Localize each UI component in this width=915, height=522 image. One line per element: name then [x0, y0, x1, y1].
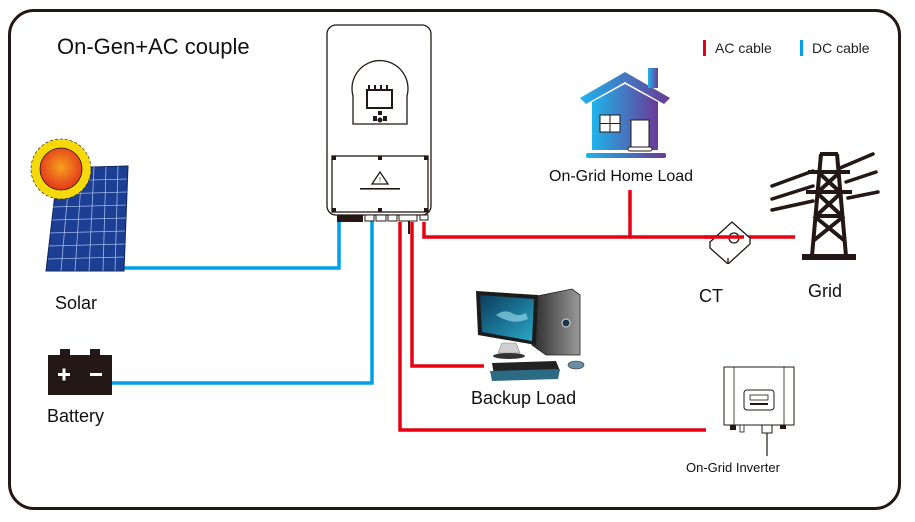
battery-label: Battery	[47, 406, 105, 426]
on-grid-inverter-label: On-Grid Inverter	[686, 460, 780, 475]
dc-cable-solar	[118, 218, 341, 270]
ct-cable-overlay	[704, 235, 744, 239]
battery-icon	[48, 349, 112, 395]
sun-icon	[30, 138, 92, 200]
legend-ac-label: AC cable	[715, 40, 772, 56]
ct-sensor-icon	[709, 221, 751, 264]
ac-cable-grid	[422, 222, 795, 239]
ct-label: CT	[699, 286, 723, 306]
legend-ac: AC cable	[703, 40, 772, 56]
grid-label: Grid	[808, 281, 843, 301]
home-load-label: On-Grid Home Load	[549, 168, 694, 185]
hybrid-inverter-icon: !	[326, 24, 432, 234]
legend-dc-label: DC cable	[812, 40, 870, 56]
backup-load-computer-icon	[476, 288, 585, 381]
svg-text:!: !	[379, 177, 381, 184]
on-grid-inverter-icon	[723, 366, 795, 456]
backup-load-label: Backup Load	[471, 388, 577, 408]
dc-cable-swatch	[800, 40, 803, 56]
diagram-title: On-Gen+AC couple	[57, 34, 250, 59]
ac-cable-swatch	[703, 40, 706, 56]
diagram-frame	[8, 9, 901, 510]
grid-pylon-icon	[770, 152, 880, 260]
solar-label: Solar	[55, 293, 98, 313]
legend-dc: DC cable	[800, 40, 870, 56]
dc-cable-battery	[112, 218, 374, 385]
home-load-icon	[580, 68, 670, 158]
ac-cable-backup-load	[410, 222, 484, 368]
solar-panel-icon	[30, 138, 129, 272]
ac-cable-on-grid-inverter	[398, 222, 706, 432]
